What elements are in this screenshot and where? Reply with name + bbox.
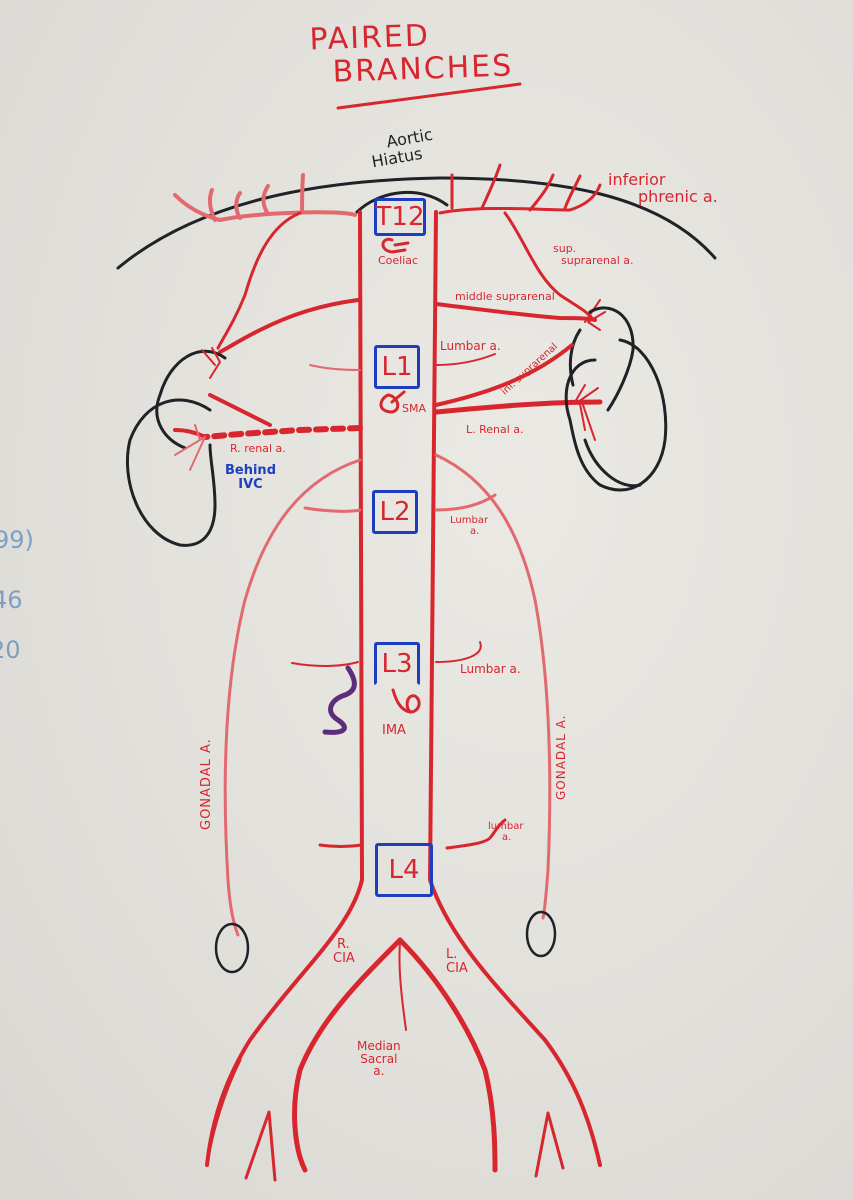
l-gonadal-artery <box>434 453 552 920</box>
celiac-label: Coeliac <box>378 254 419 267</box>
r-cia-inner-wall <box>292 937 403 1173</box>
l-renal-branches <box>574 384 599 441</box>
l-lumbar-1 <box>435 353 496 366</box>
r-lumbar-3 <box>291 661 359 667</box>
l-suprarenal-gland <box>588 306 635 412</box>
r-renal-hilum <box>173 428 207 439</box>
sma-glyph <box>379 390 406 414</box>
vertebra-l3: L3 <box>374 642 420 686</box>
ima-colic-squiggle <box>322 665 357 735</box>
l-kidney-hilum <box>583 438 642 488</box>
r-middle-suprarenal <box>218 298 360 354</box>
l-middle-suprarenal <box>434 302 597 322</box>
lumbar-4-label: lumbar a. <box>488 821 524 843</box>
l-gonadal-label: GONADAL A. <box>554 714 568 800</box>
r-internal-iliac-fork <box>244 1110 277 1182</box>
lumbar-1-label: Lumbar a. <box>440 339 501 353</box>
ima-glyph <box>391 688 421 714</box>
sma-label: SMA <box>402 402 426 415</box>
vertebra-l2: L2 <box>372 490 418 534</box>
l-cia-label: L. CIA <box>446 947 468 976</box>
lumbar-2-label: Lumbar a. <box>450 515 489 537</box>
ima-label: IMA <box>382 723 406 738</box>
r-phrenic-twigs <box>207 173 305 222</box>
vertebra-l4: L4 <box>375 843 433 897</box>
median-sacral-label: Median Sacral a. <box>357 1039 401 1079</box>
margin-scribble-3: 20 <box>0 636 21 664</box>
r-inferior-phrenic <box>173 193 357 222</box>
page-title: PAIRED BRANCHES <box>308 18 514 90</box>
l-lumbar-4 <box>445 818 507 850</box>
r-suprarenal-twigs <box>201 347 221 379</box>
r-gonad <box>214 922 250 974</box>
l-lumbar-3 <box>435 641 482 663</box>
sup-suprarenal-label: sup. suprarenal a. <box>553 242 634 267</box>
l-inferior-phrenic <box>438 183 602 215</box>
vertebra-l1: L1 <box>374 345 420 389</box>
lumbar-3-label: Lumbar a. <box>460 662 521 676</box>
aortic-hiatus-arch <box>355 190 449 214</box>
median-sacral-artery <box>398 941 407 1031</box>
aorta-right-wall <box>428 210 602 1167</box>
l-internal-iliac-fork <box>534 1111 565 1178</box>
celiac-trunk-glyph <box>381 237 410 254</box>
r-lumbar-1 <box>309 364 361 371</box>
r-inf-suprarenal <box>208 393 272 427</box>
l-kidney-outline <box>564 338 668 492</box>
title-underline <box>336 82 522 110</box>
margin-scribble-1: 99) <box>0 526 34 554</box>
r-lumbar-2 <box>303 506 362 513</box>
r-gonadal-artery <box>223 458 362 937</box>
l-renal-label: L. Renal a. <box>466 423 524 436</box>
l-sup-suprarenal <box>503 211 594 320</box>
l-renal-artery <box>433 399 603 415</box>
l-lumbar-2 <box>434 493 497 512</box>
l-inf-suprarenal <box>434 343 574 407</box>
margin-scribble-2: 46 <box>0 586 23 614</box>
r-renal-label: R. renal a. <box>230 442 286 455</box>
l-phrenic-twigs <box>450 163 582 212</box>
middle-suprarenal-label: middle suprarenal <box>455 290 555 303</box>
r-lumbar-4 <box>318 843 364 849</box>
l-suprarenal-inner <box>568 328 582 387</box>
inferior-phrenic-label: inferior phrenic a. <box>608 170 718 206</box>
diaphragm-arc <box>116 176 717 270</box>
r-cia-label: R. CIA <box>333 937 355 966</box>
r-renal-branches <box>174 424 206 471</box>
aorta-left-wall <box>205 210 364 1167</box>
vertebra-t12: T12 <box>374 198 426 236</box>
r-sup-suprarenal <box>216 211 302 350</box>
l-gonad <box>525 910 557 958</box>
r-kidney <box>125 398 217 547</box>
r-gonadal-label: GONADAL A. <box>199 738 214 830</box>
r-renal-artery-dashed <box>202 425 363 440</box>
behind-ivc-note: Behind IVC <box>225 463 276 492</box>
l-cia-inner-wall <box>397 937 498 1173</box>
r-external-iliac <box>205 1058 242 1167</box>
